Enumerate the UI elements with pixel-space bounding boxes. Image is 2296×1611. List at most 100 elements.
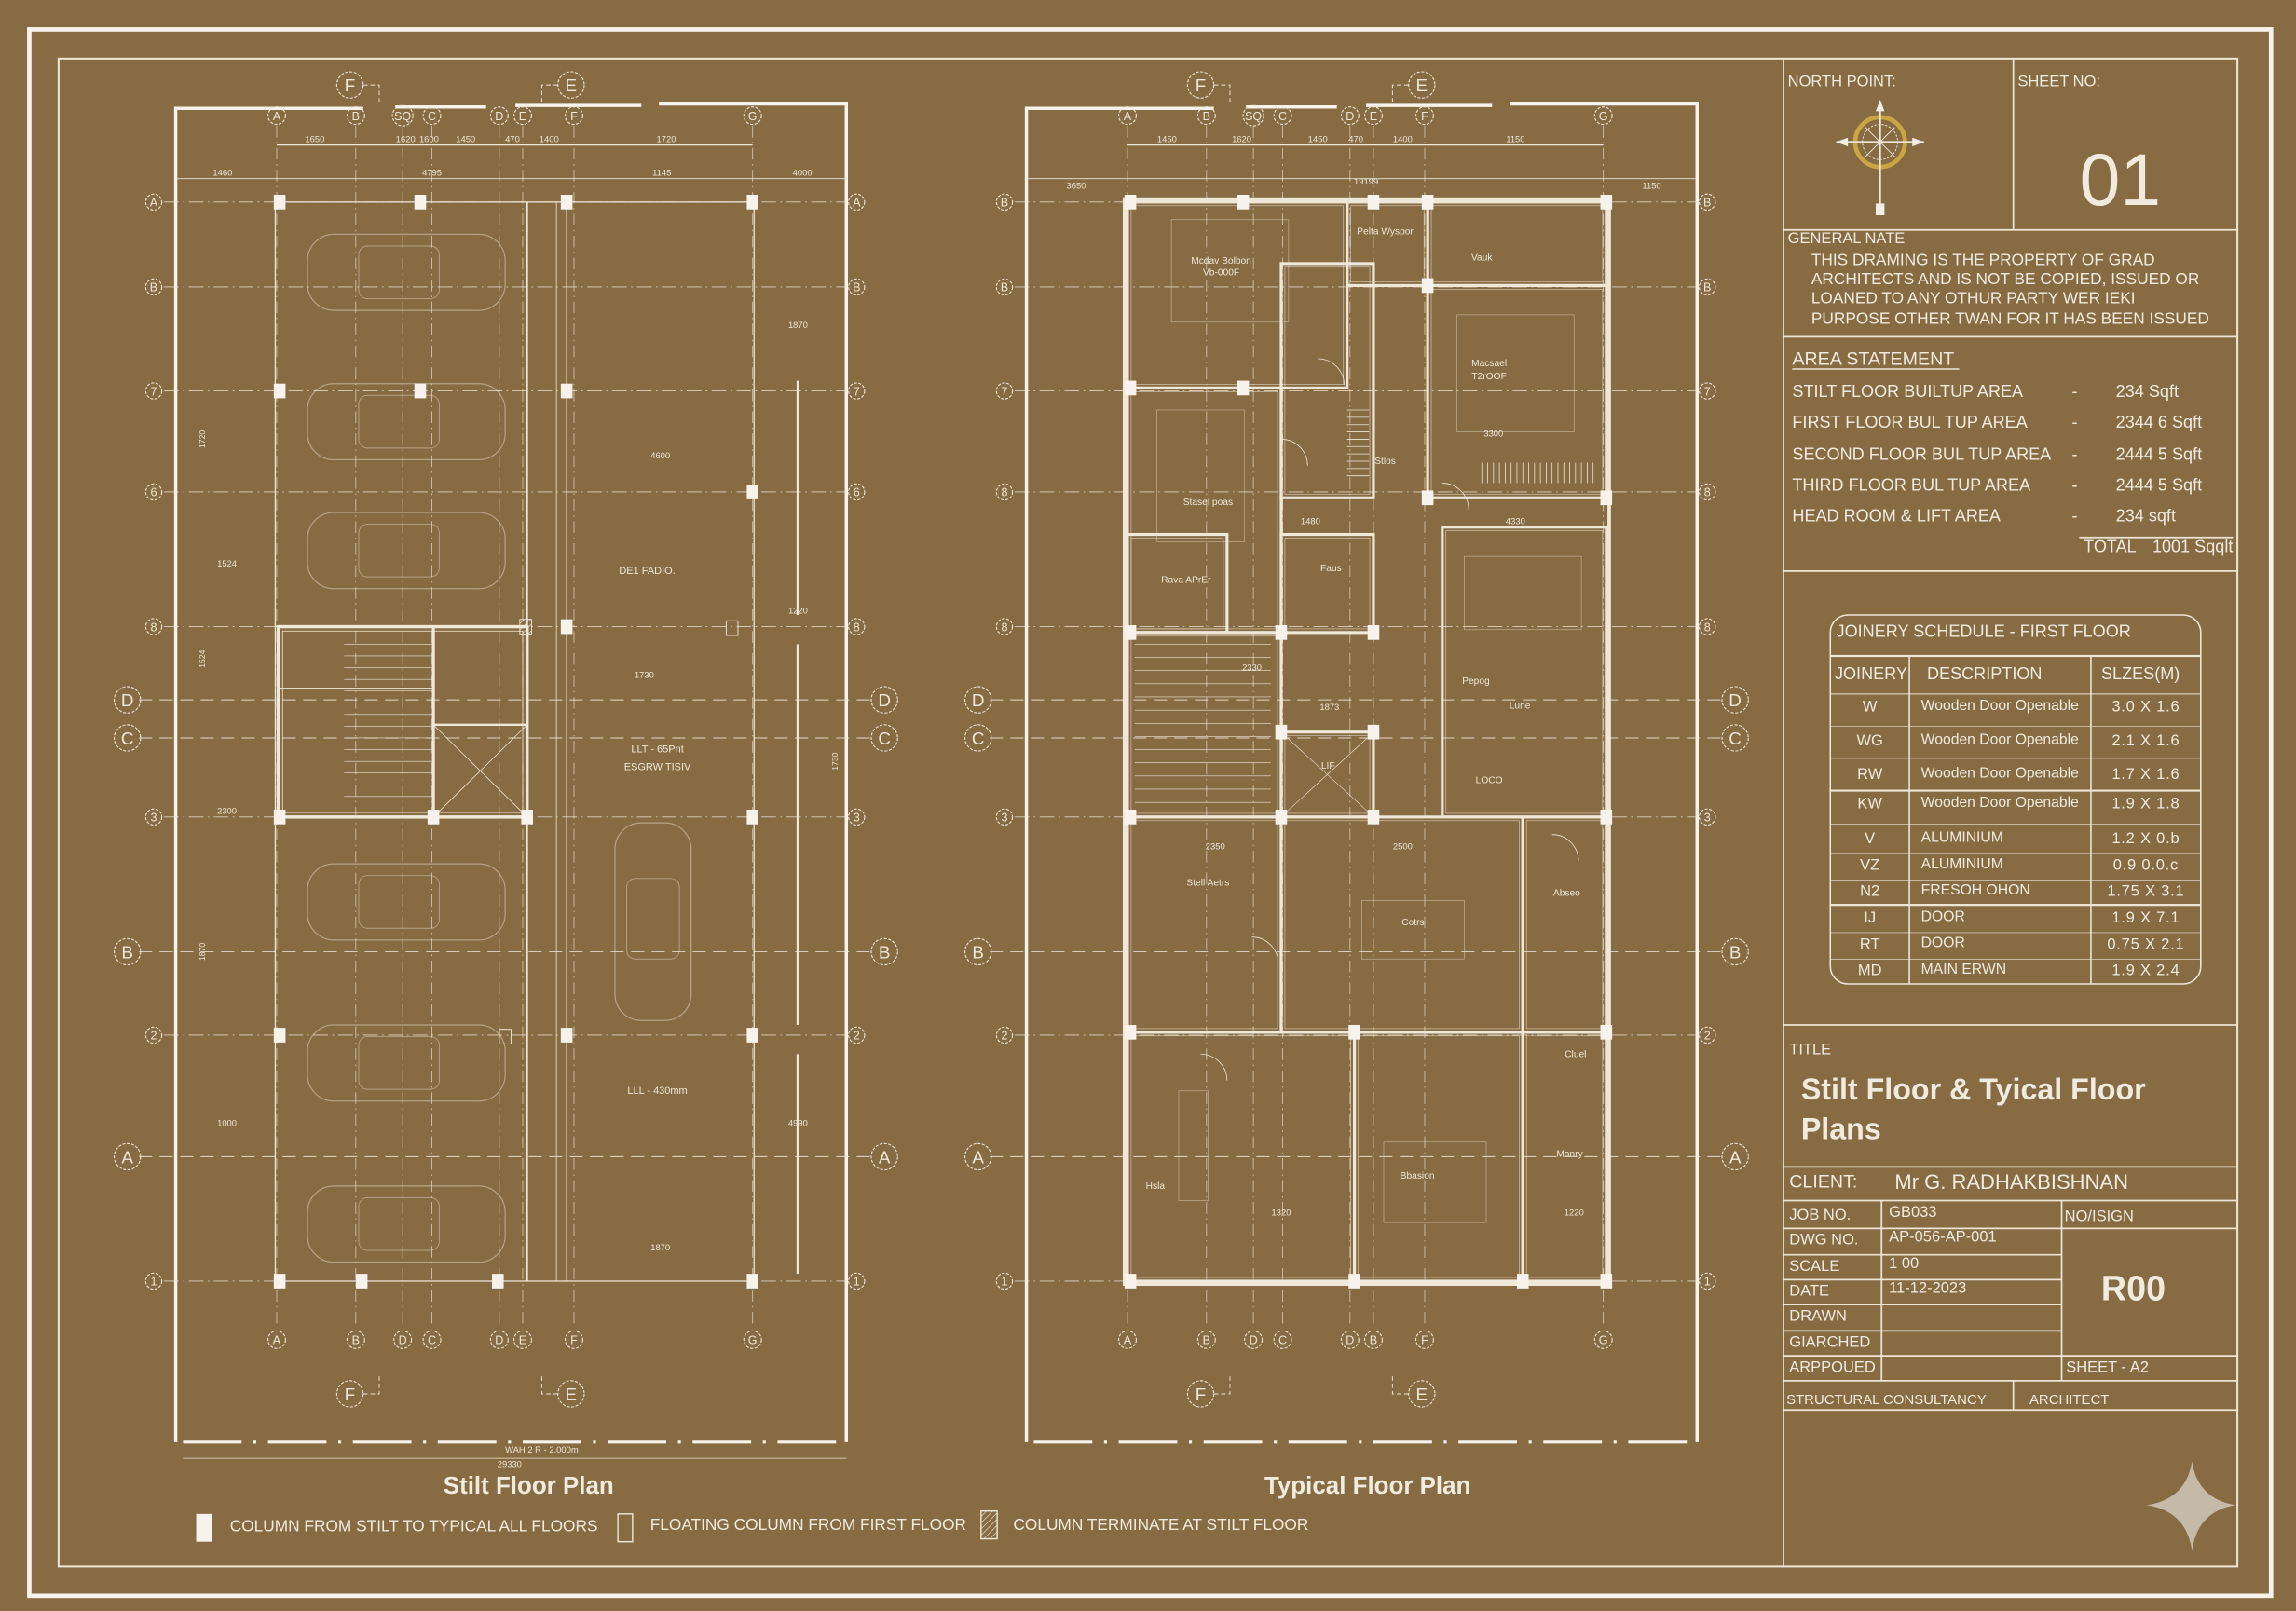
furniture	[1178, 1090, 1209, 1201]
column	[355, 1274, 368, 1289]
joinery-description: Wooden Door Openable	[1920, 765, 2079, 783]
info-row-label: DATE	[1789, 1282, 1830, 1301]
furniture	[1156, 409, 1246, 542]
door-swing	[1551, 834, 1579, 861]
grid-label-top-circle	[346, 106, 365, 126]
grid-label-left: 6	[150, 486, 157, 499]
room-wall-inner	[1130, 391, 1278, 630]
grid-label-bottom-circle	[346, 1330, 365, 1349]
grid-label-bottom: F	[570, 1334, 578, 1347]
major-grid-label-right: C	[1729, 729, 1742, 748]
title-block-lines	[1783, 58, 2238, 1567]
grid-label-right: A	[853, 197, 861, 210]
grid-label-right-circle	[848, 483, 866, 501]
general-note-line: THIS DRAMING IS THE PROPERTY OF GRAD	[1811, 252, 2155, 270]
car-icon	[614, 822, 692, 1021]
room-wall-inner	[1350, 205, 1425, 282]
dimension-text: 1220	[788, 605, 808, 615]
dimension-text: 4795	[422, 168, 442, 178]
grid-label-right-circle	[848, 1272, 866, 1290]
grid-label-top: E	[519, 110, 526, 123]
column	[1348, 1274, 1360, 1289]
dimension-text: 1524	[217, 558, 237, 568]
dimension-text: 1870	[788, 320, 808, 330]
legend-outline-column-symbol	[617, 1513, 634, 1543]
grid-label-bottom-circle	[513, 1330, 532, 1349]
major-grid-label-right: D	[1729, 690, 1742, 710]
column	[1237, 194, 1250, 210]
grid-label-right-circle	[1699, 278, 1716, 296]
grid-label-left: 1	[1001, 1276, 1007, 1289]
general-note-line: PURPOSE OTHER TWAN FOR IT HAS BEEN ISSUE…	[1811, 310, 2209, 328]
room-label: Vb-000F	[1203, 267, 1239, 278]
room-wall-inner	[1130, 820, 1278, 1030]
column-floating	[725, 620, 739, 636]
grid-label-right-circle	[1699, 483, 1716, 501]
dimension-text: 2500	[1393, 840, 1413, 851]
grid-label-top-circle	[513, 106, 532, 126]
column	[1275, 724, 1288, 740]
furniture	[1170, 219, 1290, 323]
north-point-compass-icon	[1836, 99, 1924, 215]
grid-label-left: 7	[150, 385, 157, 398]
section-marker: F	[345, 75, 356, 95]
major-grid-label-right-circle	[870, 686, 898, 714]
car-body	[307, 863, 506, 941]
dimension-text: 1220	[1565, 1207, 1584, 1217]
grid-label-bottom-circle	[1340, 1330, 1360, 1349]
column	[273, 1028, 286, 1043]
dimension-text-vertical: 1720	[198, 430, 207, 448]
grid-label-top: F	[570, 110, 578, 123]
grid-label-bottom-circle	[1117, 1330, 1137, 1349]
room-wall	[1126, 200, 1349, 389]
room-label: Rava APrEr	[1161, 575, 1211, 585]
joinery-size: 3.0 X 1.6	[2112, 698, 2180, 717]
structural-consultancy-label: STRUCTURAL CONSULTANCY	[1786, 1392, 1987, 1409]
grid-label-right-circle	[1699, 808, 1716, 826]
plan-note: WAH 2 R - 2.000m	[505, 1444, 579, 1454]
grid-label-left: 3	[1001, 812, 1007, 825]
grid-label-left: 8	[150, 621, 157, 634]
info-row-label: SCALE	[1789, 1257, 1840, 1276]
furniture	[1456, 314, 1575, 432]
grid-label-left: 2	[1001, 1030, 1007, 1043]
grid-label-left: 8	[1001, 621, 1007, 634]
joinery-header-description: DESCRIPTION	[1926, 665, 2043, 684]
grid-label-left: 2	[150, 1030, 157, 1043]
room-label: Vauk	[1471, 253, 1493, 264]
grid-label-bottom-circle	[1363, 1330, 1383, 1349]
grid-label-right: 1	[1704, 1276, 1711, 1289]
dimension-text: 1150	[1506, 133, 1524, 143]
plan-note: LLT - 65Pnt	[631, 744, 683, 756]
grid-label-bottom-circle	[422, 1330, 442, 1349]
area-row-sep: -	[2071, 383, 2078, 402]
grid-label-top-circle	[743, 106, 762, 126]
area-row-label: HEAD ROOM & LIFT AREA	[1792, 508, 2001, 526]
dimension-text: 1450	[1308, 133, 1328, 143]
grid-label-left: A	[150, 197, 158, 210]
grid-label-bottom: B	[1203, 1334, 1210, 1347]
grid-label-left-circle	[995, 483, 1014, 501]
grid-label-bottom: D	[399, 1334, 407, 1347]
grid-label-bottom: F	[1421, 1334, 1428, 1347]
dimension-text: 1650	[305, 133, 324, 143]
grid-label-bottom: D	[495, 1334, 503, 1347]
furniture	[1383, 1141, 1487, 1223]
room-wall-inner	[1430, 289, 1604, 495]
car-icon	[307, 383, 506, 461]
column	[1421, 194, 1434, 210]
room-label: Cluel	[1565, 1050, 1586, 1060]
car-body	[307, 233, 506, 311]
dimension-text: 1720	[657, 133, 676, 143]
grid-label-left-circle	[995, 382, 1014, 400]
outer-frame	[27, 27, 2274, 1599]
dimension-text: 1873	[1319, 702, 1339, 712]
section-marker: E	[566, 75, 578, 95]
joinery-size: 1.9 X 2.4	[2112, 962, 2180, 980]
column	[1124, 1274, 1137, 1289]
major-grid-label-right-circle	[870, 937, 898, 966]
room-label: Cotrs	[1401, 918, 1424, 928]
area-row-label: FIRST FLOOR BUL TUP AREA	[1792, 414, 2028, 432]
section-marker: F	[1196, 75, 1207, 95]
